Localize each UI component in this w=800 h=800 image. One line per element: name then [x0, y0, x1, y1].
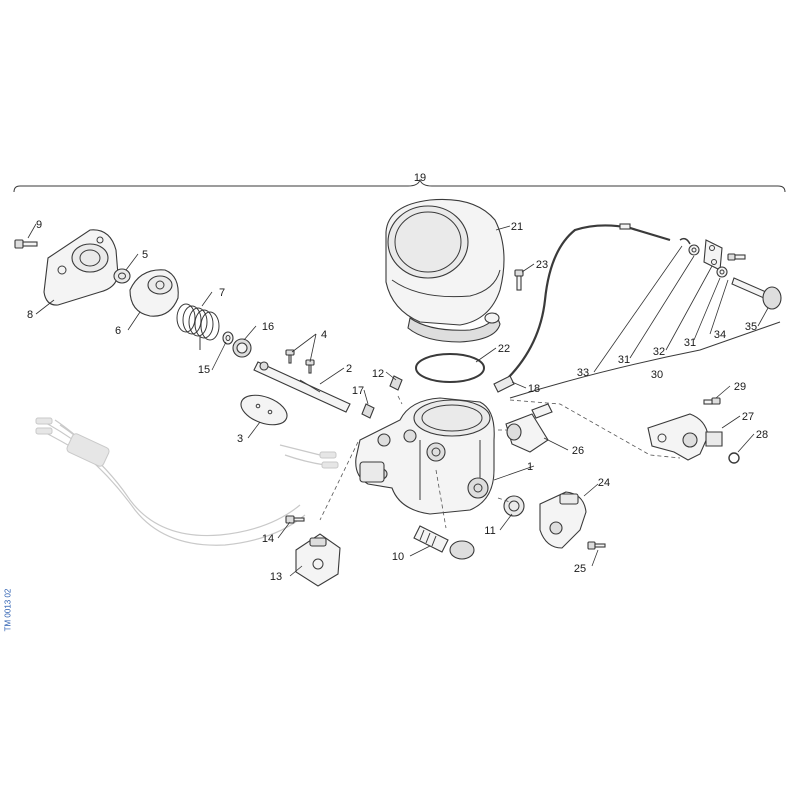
callout-30: 30 — [651, 369, 663, 381]
part-14-screw — [285, 515, 305, 524]
part-10-sensor — [413, 525, 475, 560]
callout-23: 23 — [536, 259, 548, 271]
part-29-screw — [703, 397, 721, 405]
callout-5: 5 — [142, 249, 148, 261]
part-17-screw — [361, 403, 375, 419]
document-code: TM 0013 02 — [2, 588, 14, 632]
part-31-washer-upper — [688, 244, 700, 256]
part-34-screw — [727, 253, 746, 261]
part-5-bushing — [113, 268, 131, 284]
callout-14: 14 — [262, 533, 274, 545]
part-8-cover — [43, 229, 119, 306]
callout-31-lower: 31 — [684, 337, 696, 349]
callout-13: 13 — [270, 571, 282, 583]
callout-19: 19 — [414, 172, 426, 184]
part-3-disc — [240, 394, 288, 426]
callout-33: 33 — [577, 367, 589, 379]
callout-3: 3 — [237, 433, 243, 445]
part-31-washer-lower — [716, 266, 728, 278]
callout-27: 27 — [742, 411, 754, 423]
callout-32: 32 — [653, 346, 665, 358]
callout-28: 28 — [756, 429, 768, 441]
callout-24: 24 — [598, 477, 610, 489]
alignment-lines — [319, 395, 681, 529]
document-code-text: TM 0013 02 — [3, 588, 13, 632]
callout-22: 22 — [498, 343, 510, 355]
part-23-screw — [514, 269, 524, 291]
callout-25: 25 — [574, 563, 586, 575]
callout-18: 18 — [528, 383, 540, 395]
callout-31-upper: 31 — [618, 354, 630, 366]
part-27-bracket — [647, 413, 723, 461]
callout-21: 21 — [511, 221, 523, 233]
callout-4: 4 — [321, 329, 327, 341]
callout-2: 2 — [346, 363, 352, 375]
callout-15: 15 — [198, 364, 210, 376]
part-35-knob — [731, 277, 782, 310]
callout-16: 16 — [262, 321, 274, 333]
part-24-sensor — [539, 491, 587, 549]
part-26-injector — [505, 403, 553, 453]
part-28-clip — [728, 452, 740, 464]
part-18-hose — [493, 223, 671, 393]
callout-7: 7 — [219, 287, 225, 299]
callout-17: 17 — [352, 385, 364, 397]
part-22-oring — [415, 353, 485, 383]
callout-10: 10 — [392, 551, 404, 563]
part-6-drum — [129, 269, 179, 317]
part-9-bolt — [14, 239, 38, 249]
part-25-screw — [587, 541, 606, 550]
part-2-shaft — [253, 361, 351, 413]
part-32-bracket — [703, 239, 723, 271]
assembly-30-bracket — [509, 321, 781, 399]
part-13-sensor — [295, 533, 341, 587]
callout-6: 6 — [115, 325, 121, 337]
callout-29: 29 — [734, 381, 746, 393]
throttle-cables — [35, 417, 339, 546]
callout-35: 35 — [745, 321, 757, 333]
callout-11: 11 — [484, 525, 495, 537]
part-15-washer — [222, 331, 234, 345]
part-16-bearing — [232, 338, 252, 358]
callout-34: 34 — [714, 329, 726, 341]
callout-12: 12 — [372, 368, 384, 380]
part-7-spring — [176, 303, 220, 350]
part-1-throttle-body — [355, 397, 495, 515]
part-21-intake-elbow — [385, 198, 505, 343]
callout-26: 26 — [572, 445, 584, 457]
part-11-bushing — [503, 495, 525, 517]
callout-9: 9 — [36, 219, 42, 231]
part-33-clip — [679, 237, 691, 245]
part-4-screws — [285, 349, 315, 374]
callout-1: 1 — [527, 461, 533, 473]
assembly-19-brace — [13, 178, 786, 193]
callouts: 19 9 5 8 6 7 16 15 4 2 3 12 17 21 23 22 … — [27, 172, 768, 583]
callout-8: 8 — [27, 309, 33, 321]
part-12-screw — [389, 375, 403, 391]
leader-lines — [27, 223, 769, 577]
